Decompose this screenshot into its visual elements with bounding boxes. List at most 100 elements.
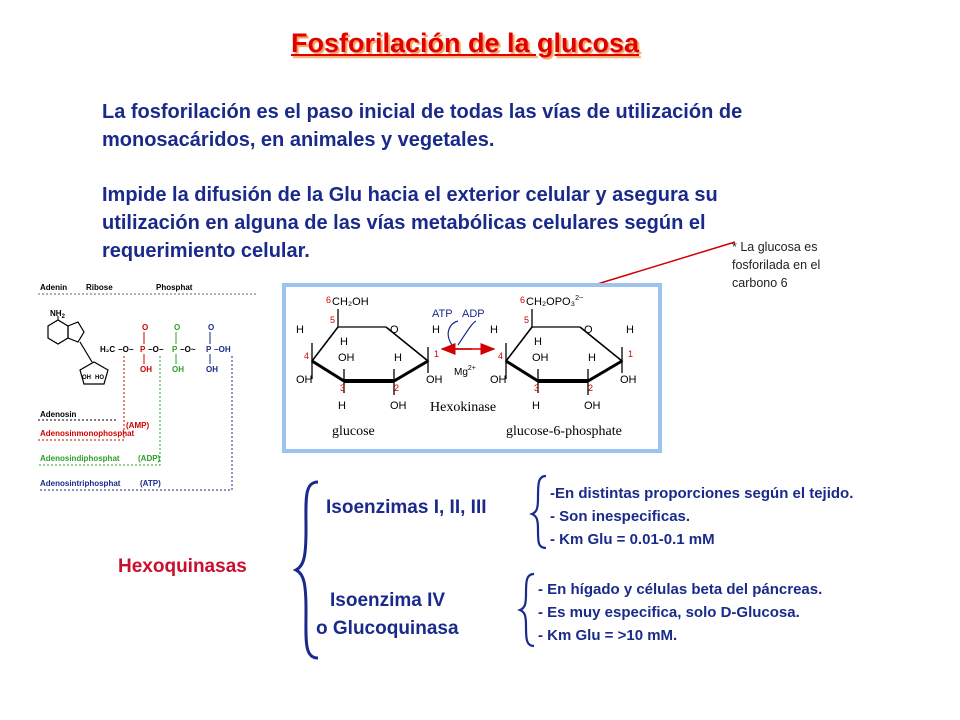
svg-text:H: H bbox=[534, 336, 542, 348]
svg-text:O: O bbox=[584, 324, 593, 336]
adenosintri-label: Adenosintriphosphat bbox=[40, 479, 121, 488]
atp-structure-figure: Adenin Ribose Phosphat NH2 OH HO H₂C −O−… bbox=[38, 283, 256, 491]
atp-text: ATP bbox=[432, 308, 453, 320]
atp-curve-arrow bbox=[447, 320, 459, 346]
carbon6-note: * La glucosa es fosforilada en el carbon… bbox=[732, 238, 852, 292]
hexoquinasas-label: Hexoquinasas bbox=[118, 556, 247, 577]
mg-label: Mg2+ bbox=[454, 365, 476, 378]
svg-text:O: O bbox=[390, 324, 399, 336]
hexokinase-reaction-figure: 6 CH₂OH 5 O H 4 H OH H H 1 OH 3 2 OH H O… bbox=[282, 283, 662, 453]
diffusion-paragraph: Impide la difusión de la Glu hacia el ex… bbox=[102, 181, 862, 265]
svg-text:H: H bbox=[626, 324, 634, 336]
svg-text:O: O bbox=[142, 323, 148, 332]
glucose-ch2oh: CH₂OH bbox=[332, 296, 369, 308]
svg-text:OH: OH bbox=[338, 352, 355, 364]
svg-text:−O~: −O~ bbox=[180, 345, 196, 354]
svg-text:H: H bbox=[588, 352, 596, 364]
note-line-2: fosforilada en el bbox=[732, 258, 821, 272]
header-phosphat: Phosphat bbox=[156, 283, 193, 292]
isoenzimas-properties-list: -En distintas proporciones según el teji… bbox=[550, 482, 853, 551]
svg-text:H: H bbox=[296, 324, 304, 336]
svg-text:H: H bbox=[432, 324, 440, 336]
svg-text:P: P bbox=[140, 345, 146, 354]
adenosindi-label: Adenosindiphosphat bbox=[40, 454, 120, 463]
isoenzimas-1-3-label: Isoenzimas I, II, III bbox=[326, 497, 487, 518]
header-adenin: Adenin bbox=[40, 283, 67, 292]
intro-line-2: monosacáridos, en animales y vegetales. bbox=[102, 129, 495, 151]
list-item: - Km Glu = 0.01-0.1 mM bbox=[550, 531, 715, 548]
ribose-ring bbox=[79, 361, 109, 385]
amp-label: (AMP) bbox=[126, 421, 149, 430]
svg-text:OH: OH bbox=[140, 365, 152, 374]
glucoquinasa-label: o Glucoquinasa bbox=[316, 618, 459, 639]
svg-text:OH: OH bbox=[620, 374, 637, 386]
list-item: - Es muy especifica, solo D-Glucosa. bbox=[538, 604, 800, 621]
adenine-ring-5 bbox=[67, 321, 85, 343]
svg-text:−O−: −O− bbox=[118, 345, 134, 354]
svg-text:6: 6 bbox=[520, 295, 525, 305]
svg-text:O: O bbox=[174, 323, 180, 332]
reaction-frame bbox=[282, 283, 662, 453]
g6p-molecule bbox=[504, 309, 624, 395]
intro-line-1: La fosforilación es el paso inicial de t… bbox=[102, 101, 743, 123]
svg-text:4: 4 bbox=[304, 351, 309, 361]
svg-text:OH: OH bbox=[206, 365, 218, 374]
glucoquinasa-properties-list: - En hígado y células beta del páncreas.… bbox=[538, 578, 822, 647]
isoenzima-4-label: Isoenzima IV bbox=[330, 590, 446, 611]
adenosin-label: Adenosin bbox=[40, 410, 77, 419]
svg-text:H: H bbox=[338, 400, 346, 412]
svg-text:H: H bbox=[532, 400, 540, 412]
adp-label: (ADP) bbox=[138, 454, 161, 463]
main-brace bbox=[292, 480, 319, 660]
svg-text:OH: OH bbox=[296, 374, 313, 386]
svg-text:2: 2 bbox=[588, 383, 593, 393]
svg-text:P: P bbox=[206, 345, 212, 354]
atp-label: (ATP) bbox=[140, 479, 161, 488]
diffusion-line-2: utilización en alguna de las vías metabó… bbox=[102, 212, 706, 234]
ribose-oh: OH bbox=[82, 375, 91, 381]
svg-text:1: 1 bbox=[434, 349, 439, 359]
svg-text:6: 6 bbox=[326, 295, 331, 305]
svg-text:5: 5 bbox=[524, 315, 529, 325]
glucose-label: glucose bbox=[332, 424, 375, 439]
intro-paragraph: La fosforilación es el paso inicial de t… bbox=[102, 98, 862, 154]
note-line-3: carbono 6 bbox=[732, 276, 788, 290]
list-item: - En hígado y células beta del páncreas. bbox=[538, 581, 823, 598]
header-ribose: Ribose bbox=[86, 283, 113, 292]
svg-text:O: O bbox=[208, 323, 214, 332]
ch2-label: H₂C bbox=[100, 345, 115, 354]
nh2-label: NH2 bbox=[50, 309, 66, 320]
list-item: -En distintas proporciones según el teji… bbox=[550, 485, 854, 502]
svg-text:OH: OH bbox=[390, 400, 407, 412]
list-item: - Son inespecificas. bbox=[550, 508, 691, 525]
diffusion-line-3: requerimiento celular. bbox=[102, 240, 310, 262]
svg-text:−OH: −OH bbox=[214, 345, 231, 354]
svg-text:2: 2 bbox=[394, 383, 399, 393]
svg-text:4: 4 bbox=[498, 351, 503, 361]
svg-text:1: 1 bbox=[628, 349, 633, 359]
svg-text:OH: OH bbox=[426, 374, 443, 386]
svg-text:−O−: −O− bbox=[148, 345, 164, 354]
svg-text:OH: OH bbox=[532, 352, 549, 364]
page-title: Fosforilación de la glucosa bbox=[290, 28, 640, 58]
svg-text:5: 5 bbox=[330, 315, 335, 325]
brace-glucoquinasa bbox=[517, 572, 535, 648]
svg-text:OH: OH bbox=[584, 400, 601, 412]
diffusion-line-1: Impide la difusión de la Glu hacia el ex… bbox=[102, 184, 718, 206]
note-line-1: * La glucosa es bbox=[732, 240, 818, 254]
svg-text:OH: OH bbox=[172, 365, 184, 374]
svg-text:H: H bbox=[394, 352, 402, 364]
adp-text: ADP bbox=[462, 308, 485, 320]
glucose-molecule bbox=[310, 309, 430, 395]
ribose-ho: HO bbox=[95, 375, 104, 381]
adenosinmono-label: Adenosinmonophosphat bbox=[40, 429, 135, 438]
brace-isoenzimas bbox=[529, 474, 547, 550]
hexokinase-label: Hexokinase bbox=[430, 400, 496, 415]
svg-text:H: H bbox=[490, 324, 498, 336]
svg-text:OH: OH bbox=[490, 374, 507, 386]
g6p-ch2opo3: CH₂OPO₃2− bbox=[526, 295, 583, 308]
svg-text:3: 3 bbox=[340, 383, 345, 393]
g6p-label: glucose-6-phosphate bbox=[506, 424, 622, 439]
list-item: - Km Glu = >10 mM. bbox=[538, 627, 678, 644]
